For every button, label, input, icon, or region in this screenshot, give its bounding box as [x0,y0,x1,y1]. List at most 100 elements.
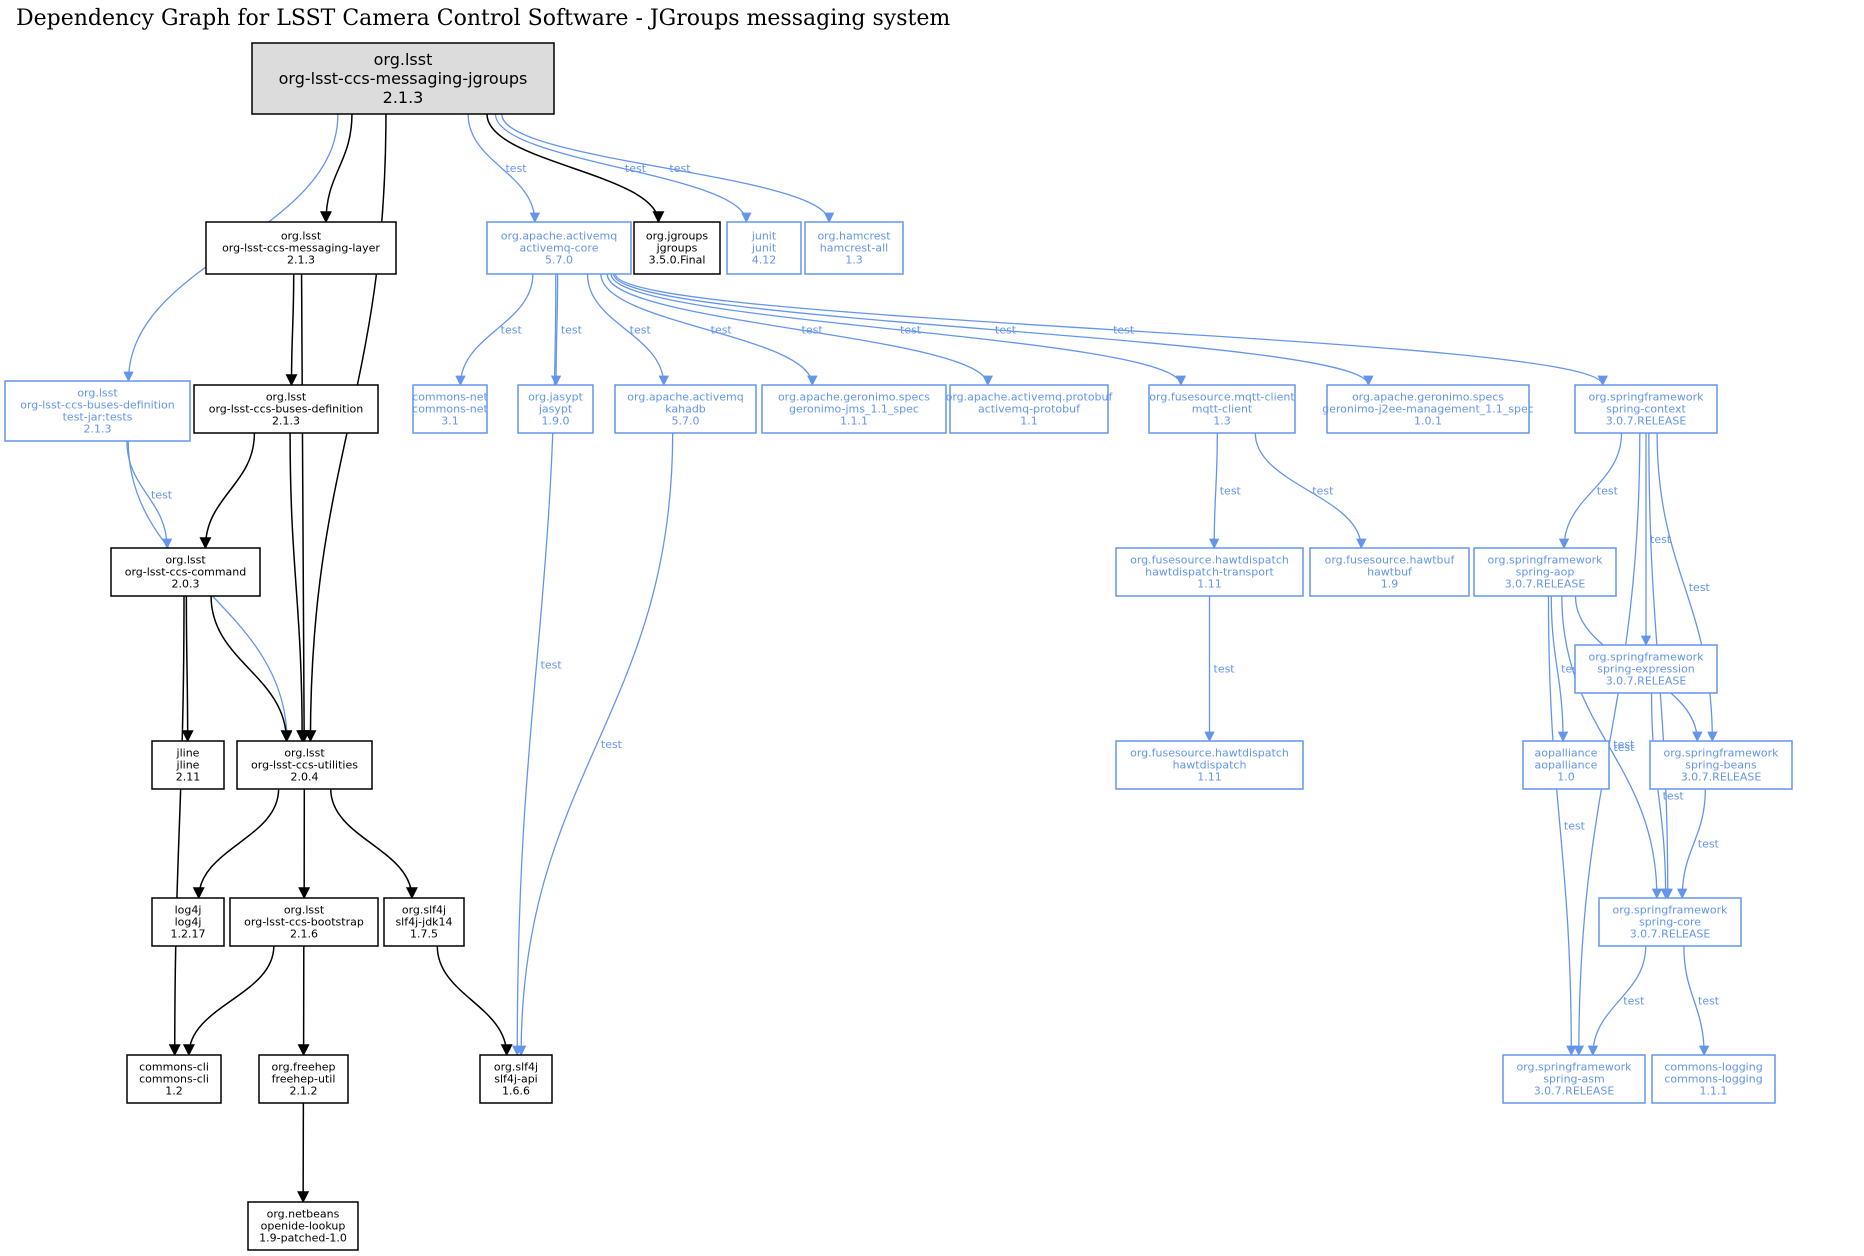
node-version: 1.1 [1020,415,1038,428]
node-artifact-id: hawtdispatch-transport [1145,566,1274,579]
node-spring-asm: org.springframeworkspring-asm3.0.7.RELEA… [1502,1054,1646,1104]
node-version: 2.1.2 [290,1085,318,1098]
edge-label: test [1663,790,1685,803]
node-box [1502,1054,1646,1104]
node-group-id: org.springframework [1663,747,1779,760]
node-group-id: org.lsst [266,391,307,404]
node-group-id: org.apache.activemq.protobuf [946,391,1114,404]
node-artifact-id: spring-expression [1597,663,1695,676]
edge-label: test [501,324,523,337]
node-version: 5.7.0 [545,254,573,267]
node-artifact-id: openide-lookup [261,1220,346,1233]
node-box [949,384,1109,434]
node-artifact-id: spring-context [1606,403,1686,416]
node-group-id: org.apache.activemq [627,391,743,404]
node-group-id: org.jgroups [646,230,709,243]
node-version: 1.11 [1197,578,1222,591]
edge-spring-aop-to-spring-asm [1547,595,1577,1057]
node-group-id: org.freehep [272,1061,336,1074]
edge-mqtt-client-to-hawtdispatch-transport [1208,432,1220,550]
node-box [804,221,904,275]
node-version: 1.9.0 [542,415,570,428]
node-box [761,384,947,434]
edge-label: test [151,489,173,502]
node-box [1651,1054,1776,1104]
node-box [205,221,397,275]
edge-ccs-command-to-ccs-utilities [210,595,293,743]
edge-label: test [1650,533,1672,546]
node-box [1148,384,1296,434]
node-group-id: org.slf4j [494,1061,538,1074]
edge-activemq-core-to-geronimo-j2ee [613,273,1374,387]
edge-label: test [505,162,527,175]
node-box [258,1054,349,1104]
node-artifact-id: hamcrest-all [820,242,888,255]
node-spring-core: org.springframeworkspring-core3.0.7.RELE… [1598,897,1742,947]
edge-label: test [1613,738,1635,751]
node-group-id: commons-cli [139,1061,209,1074]
node-box [479,1054,553,1104]
edge-label: test [601,738,623,751]
node-group-id: org.fusesource.hawtdispatch [1130,747,1289,760]
node-artifact-id: org-lsst-ccs-messaging-layer [222,242,380,255]
node-artifact-id: spring-core [1639,916,1701,929]
node-artifact-id: spring-aop [1516,566,1575,579]
node-box [1473,547,1617,597]
node-box [151,897,225,947]
node-group-id: org.springframework [1588,391,1704,404]
node-version: 3.0.7.RELEASE [1534,1085,1615,1098]
node-box [412,384,488,434]
node-version: 3.5.0.Final [649,254,706,267]
edge-spring-core-to-commons-logging [1683,945,1710,1057]
node-spring-aop: org.springframeworkspring-aop3.0.7.RELEA… [1473,547,1617,597]
node-artifact-id: kahadb [665,403,706,416]
edge-buses-def-to-ccs-command [199,432,256,550]
node-group-id: org.apache.geronimo.specs [778,391,930,404]
node-group-id: org.fusesource.mqtt-client [1149,391,1295,404]
node-version: 1.9 [1381,578,1399,591]
edge-label: test [1698,995,1720,1008]
node-group-id: org.apache.activemq [501,230,617,243]
node-openide-lookup: org.netbeansopenide-lookup1.9-patched-1.… [247,1201,359,1251]
node-version: 2.0.4 [291,771,319,784]
node-group-id: org.jasypt [528,391,584,404]
node-artifact-id: commons-cli [139,1073,209,1086]
node-box [1309,547,1470,597]
node-artifact-id: test-jar:tests [63,411,133,424]
node-box [1574,644,1718,694]
edges-layer [123,113,1718,1204]
node-group-id: org.apache.geronimo.specs [1352,391,1504,404]
node-version: 2.1.3 [272,415,300,428]
node-version: 1.0 [1557,771,1575,784]
node-box [517,384,594,434]
node-artifact-id: org-lsst-ccs-messaging-jgroups [279,69,528,88]
edge-label: test [1312,485,1334,498]
edge-mqtt-client-to-hawtbuf [1254,432,1367,550]
node-box [1522,740,1610,790]
node-group-id: org.springframework [1588,651,1704,664]
edge-messaging-layer-to-ccs-utilities [298,273,311,743]
graph-title: Dependency Graph for LSST Camera Control… [16,6,951,31]
node-version: 3.0.7.RELEASE [1606,415,1687,428]
edge-ccs-bootstrap-to-commons-cli [182,945,275,1057]
node-group-id: org.fusesource.hawtdispatch [1130,554,1289,567]
node-version: 3.0.7.RELEASE [1505,578,1586,591]
node-geronimo-j2ee: org.apache.geronimo.specsgeronimo-j2ee-m… [1322,384,1534,434]
node-version: 2.1.3 [287,254,315,267]
node-artifact-id: hawtbuf [1367,566,1413,579]
node-group-id: log4j [175,904,202,917]
node-group-id: org.lsst [165,554,206,567]
node-artifact-id: activemq-core [520,242,599,255]
edge-label: test [1220,485,1242,498]
